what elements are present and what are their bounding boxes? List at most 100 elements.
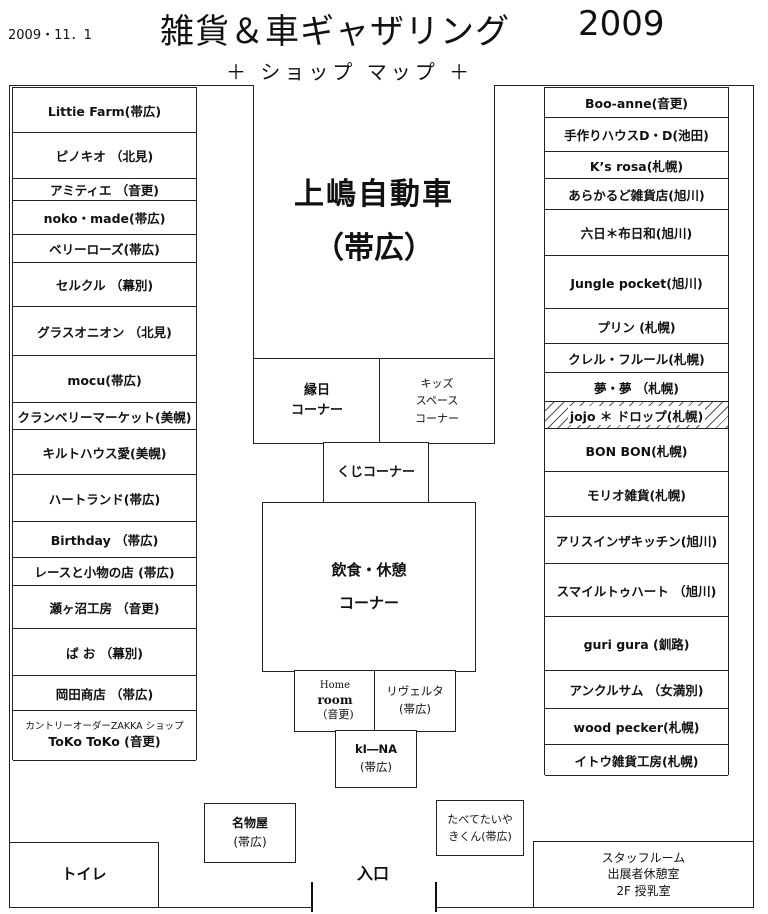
left-shop-row: セルクル （幕別) (13, 263, 196, 307)
kina-booth: kI―NA (帯広) (335, 730, 417, 788)
left-shop-row: ぱ お （幕別) (13, 629, 196, 676)
staff-line3: 2F 授乳室 (616, 883, 671, 898)
left-shop-row: mocu(帯広) (13, 356, 196, 403)
right-shop-row: あらかるど雑貨店(旭川) (545, 179, 728, 210)
food-rest-corner: 飲食・休憩 コーナー (262, 502, 476, 672)
right-shop-row: BON BON(札幌) (545, 429, 728, 472)
ennichi-line2: コーナー (290, 403, 343, 418)
header-date: 2009・11．1 (8, 28, 92, 43)
right-shop-row: Boo-anne(音更) (545, 88, 728, 118)
right-shop-row: モリオ雑貨(札幌) (545, 472, 728, 517)
left-shop-label: Birthday （帯広) (50, 533, 159, 548)
right-shop-label: Jungle pocket(旭川) (570, 275, 703, 291)
home-room-line2: room (317, 693, 353, 708)
right-shop-row: アンクルサム （女満別) (545, 671, 728, 709)
toilet-label: トイレ (61, 865, 107, 884)
right-shop-row: イトウ雑貨工房(札幌) (545, 745, 728, 776)
left-shop-label: ToKo ToKo (音更) (48, 733, 161, 749)
left-shop-label: ピノキオ （北見) (55, 149, 154, 164)
left-shop-row: Birthday （帯広) (13, 522, 196, 558)
kids-line1: キッズ (420, 377, 454, 391)
food-line1: 飲食・休憩 (331, 560, 407, 579)
staff-line2: 出展者休憩室 (607, 867, 680, 882)
home-room-line1: Home (319, 679, 351, 691)
right-shop-label: wood pecker(札幌) (573, 720, 700, 735)
left-shop-row: レースと小物の店 (帯広) (13, 558, 196, 586)
left-shop-row: 瀬ヶ沼工房 （音更) (13, 586, 196, 629)
left-shop-row: ピノキオ （北見) (13, 133, 196, 179)
kuji-corner: くじコーナー (323, 442, 429, 504)
right-shop-row: プリン (札幌) (545, 309, 728, 344)
right-shop-row: guri gura (釧路) (545, 617, 728, 671)
kamishima-city: （帯広） (314, 231, 434, 266)
meibutsu-line2: (帯広) (233, 835, 267, 849)
right-shop-row: 六日＊布日和(旭川) (545, 210, 728, 256)
staff-line1: スタッフルーム (601, 851, 686, 866)
left-shop-label: noko・made(帯広) (43, 211, 166, 226)
left-shop-label: ぱ お （幕別) (66, 645, 143, 661)
right-shop-label: K’s rosa(札幌) (589, 158, 684, 174)
right-shop-label: あらかるど雑貨店(旭川) (568, 187, 705, 203)
home-room-line3: （音更) (316, 708, 354, 722)
right-shop-label: アンクルサム （女満別) (569, 683, 704, 698)
left-shop-label: 瀬ヶ沼工房 （音更) (49, 600, 160, 616)
left-shop-row: Littie Farm(帯広) (13, 88, 196, 133)
kamishima-garage-area: 上嶋自動車 （帯広） (253, 85, 495, 360)
kuji-label: くじコーナー (336, 464, 415, 480)
right-shop-label: プリン (札幌) (597, 319, 676, 335)
taiyaki-line2: きくん(帯広) (448, 830, 512, 843)
left-shop-row: アミティエ （音更) (13, 179, 196, 201)
left-shop-row: 岡田商店 （帯広) (13, 676, 196, 711)
right-shop-row: 夢・夢 （札幌) (545, 373, 728, 402)
right-shop-label: クレル・フルール(札幌) (568, 351, 705, 367)
staff-room-area: スタッフルーム 出展者休憩室 2F 授乳室 (533, 841, 754, 908)
right-shop-label: 六日＊布日和(旭川) (580, 226, 693, 241)
ennichi-corner: 縁日 コーナー (253, 358, 381, 444)
right-shop-label: スマイルトゥハート （旭川) (556, 583, 717, 599)
left-shop-row: ベリーローズ(帯広) (13, 235, 196, 263)
page-title: 雑貨＆車ギャザリング (160, 12, 510, 52)
meibutsu-booth: 名物屋 (帯広) (204, 803, 296, 863)
kina-line2: (帯広) (360, 760, 392, 774)
left-shop-label: グラスオニオン （北見) (37, 324, 172, 340)
right-shop-row: Jungle pocket(旭川) (545, 256, 728, 309)
right-shop-label: モリオ雑貨(札幌) (587, 487, 686, 503)
ennichi-line1: 縁日 (303, 382, 330, 398)
entrance-gap (313, 905, 435, 909)
left-shop-row: グラスオニオン （北見) (13, 307, 196, 356)
right-shop-row: jojo ＊ ドロップ(札幌) (545, 402, 728, 429)
food-line2: コーナー (338, 594, 399, 612)
page-subtitle: ＋ ショップ マップ ＋ (226, 60, 474, 84)
left-shop-label: ベリーローズ(帯広) (49, 242, 160, 257)
left-shop-label: mocu(帯広) (67, 372, 142, 388)
right-shop-label: BON BON(札幌) (585, 443, 688, 459)
entrance-label: 入口 (357, 864, 390, 883)
left-shop-label: 岡田商店 （帯広) (55, 686, 154, 702)
left-shop-label: カントリーオーダーZAKKA ショップ (25, 721, 184, 733)
right-shop-column: Boo-anne(音更)手作りハウスD・D(池田)K’s rosa(札幌)あらか… (544, 87, 729, 776)
left-shop-label: ハートランド(帯広) (48, 491, 161, 507)
right-shop-label: 夢・夢 （札幌) (593, 380, 680, 396)
left-shop-label: アミティエ （音更) (49, 183, 160, 198)
right-shop-label: アリスインザキッチン(旭川) (555, 533, 718, 549)
right-shop-label: イトウ雑貨工房(札幌) (574, 753, 699, 769)
right-shop-label: guri gura (釧路) (583, 637, 690, 652)
entrance-marker-left (311, 882, 313, 912)
left-shop-row: noko・made(帯広) (13, 201, 196, 235)
left-shop-column: Littie Farm(帯広) ピノキオ （北見) アミティエ （音更) noko・m… (12, 87, 197, 761)
left-shop-label: キルトハウス愛(美幌) (42, 445, 167, 461)
kids-space-corner: キッズ スペース コーナー (379, 358, 495, 444)
right-shop-row: アリスインザキッチン(旭川) (545, 517, 728, 564)
right-shop-label: Boo-anne(音更) (584, 96, 689, 111)
kina-line1: kI―NA (355, 742, 397, 757)
rivelta-line1: リヴェルタ (386, 684, 444, 699)
left-shop-label: レースと小物の店 (帯広) (34, 565, 175, 580)
right-shop-label: jojo ＊ ドロップ(札幌) (567, 405, 706, 425)
right-shop-row: クレル・フルール(札幌) (545, 344, 728, 373)
left-shop-label: クランベリーマーケット(美幌) (17, 409, 192, 425)
left-shop-label: Littie Farm(帯広) (47, 103, 162, 119)
rivelta-booth: リヴェルタ (帯広) (374, 670, 456, 732)
kamishima-name: 上嶋自動車 (294, 176, 454, 212)
meibutsu-line1: 名物屋 (231, 816, 268, 831)
